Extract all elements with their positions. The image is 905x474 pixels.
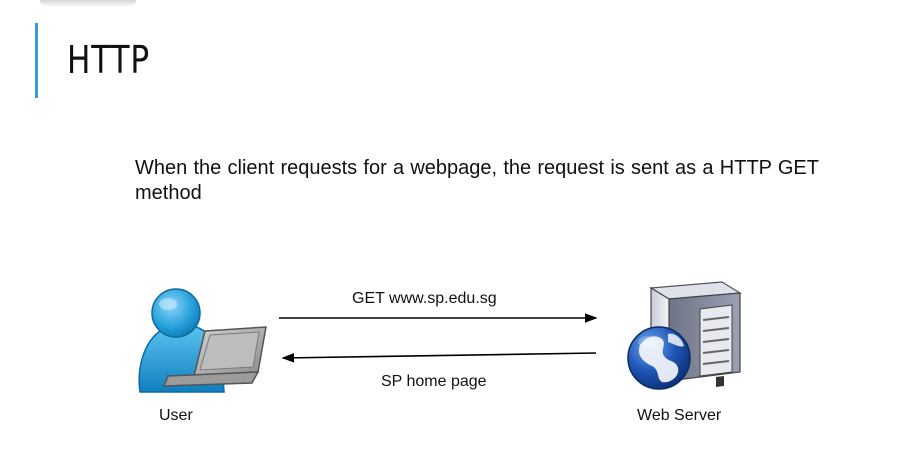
header-shadow (40, 0, 136, 7)
slide-title: HTTP (67, 38, 151, 82)
request-label: GET www.sp.edu.sg (352, 290, 497, 307)
title-accent-bar (35, 23, 38, 98)
server-label: Web Server (637, 407, 722, 424)
user-with-laptop-icon (138, 288, 267, 393)
slide-body-text: When the client requests for a webpage, … (135, 157, 819, 204)
response-arrow (281, 352, 597, 363)
client-label: User (159, 407, 193, 424)
globe-icon (627, 326, 691, 390)
response-label: SP home page (381, 373, 487, 390)
